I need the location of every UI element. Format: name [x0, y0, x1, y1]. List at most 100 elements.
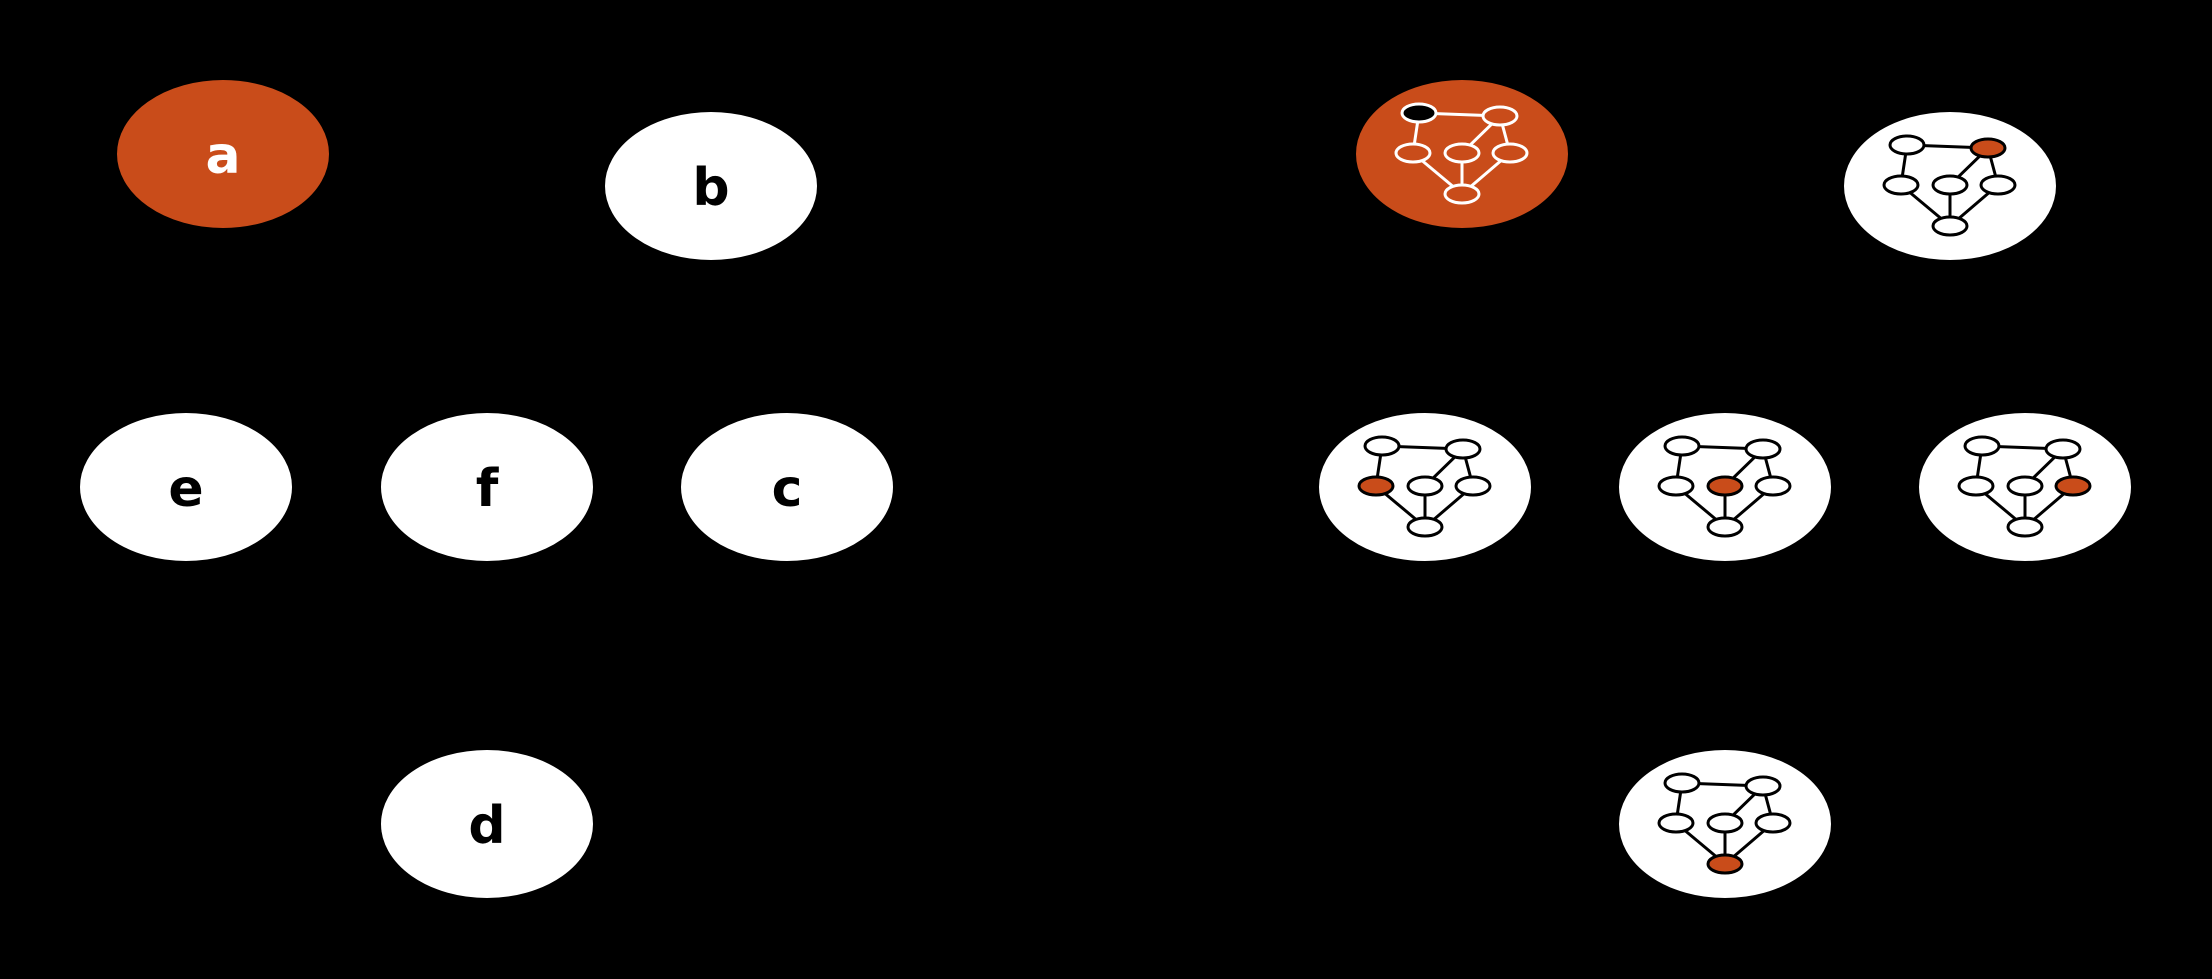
mini-graph-d [1657, 772, 1792, 875]
mini-edge-a-e [1375, 454, 1383, 478]
mini-edge-e-d [1384, 492, 1417, 521]
mini-edge-c-d [1732, 492, 1766, 521]
mini-edge-a-b [1398, 445, 1447, 450]
mini-node-d [1406, 516, 1444, 538]
left-graph: a b e f c d [76, 76, 897, 902]
mini-edge-b-c [1500, 124, 1510, 145]
node-f-label: f [476, 459, 500, 519]
edge-a-b [1569, 159, 1843, 181]
mini-node-e [1357, 475, 1395, 497]
descriptor-node-f [1615, 409, 1835, 565]
descriptor-node-a [1352, 76, 1572, 232]
mini-node-d [1706, 516, 1744, 538]
mini-node-f [1706, 475, 1744, 497]
edge-e-d [241, 550, 432, 761]
mini-edge-a-b [1435, 112, 1484, 117]
mini-node-e [1957, 475, 1995, 497]
mini-edge-a-e [1412, 121, 1420, 145]
left-graph-edges [192, 159, 771, 761]
mini-node-d [1706, 853, 1744, 875]
mini-node-c [2054, 475, 2092, 497]
mini-edge-c-d [1432, 492, 1466, 521]
mini-node-f [1931, 174, 1969, 196]
mini-edge-c-d [2032, 492, 2066, 521]
mini-edge-a-b [1923, 144, 1972, 149]
mini-node-c [1979, 174, 2017, 196]
node-e-label: e [168, 459, 203, 519]
mini-node-a [1663, 435, 1701, 457]
node-a-shape [113, 76, 333, 232]
mini-edge-b-c [1463, 457, 1473, 478]
mini-edge-b-f [1732, 455, 1756, 480]
mini-edge-a-e [1675, 454, 1683, 478]
mini-node-e [1657, 812, 1695, 834]
mini-edge-b-f [2032, 455, 2056, 480]
node-b-shape [601, 108, 821, 264]
node-f: f [377, 409, 597, 565]
mini-node-d [1931, 215, 1969, 237]
mini-graph-c [1957, 435, 2092, 538]
mini-edge-e-d [1984, 492, 2017, 521]
edge-e-d [1480, 550, 1670, 761]
descriptor-node-b [1840, 108, 2060, 264]
node-d-shape [377, 746, 597, 902]
mini-edge-b-c [1763, 794, 1773, 815]
mini-edge-e-d [1684, 829, 1717, 858]
mini-edge-a-e [1975, 454, 1983, 478]
mini-node-a [1363, 435, 1401, 457]
edge-c-d [1780, 550, 1970, 761]
mini-node-f [1406, 475, 1444, 497]
edge-a-e [192, 229, 217, 412]
mini-node-d [2006, 516, 2044, 538]
node-a: a [113, 76, 333, 232]
node-b: b [601, 108, 821, 264]
mini-edge-e-d [1684, 492, 1717, 521]
mini-edge-b-c [1763, 457, 1773, 478]
right-graph [1315, 76, 2135, 902]
mini-graph-a [1394, 102, 1529, 205]
mini-node-c [1491, 142, 1529, 164]
node-e: e [76, 409, 296, 565]
mini-node-a [1400, 102, 1438, 124]
mini-edge-b-f [1469, 122, 1493, 147]
mini-edge-b-f [1432, 455, 1456, 480]
mini-node-b [1481, 105, 1519, 127]
node-c: c [677, 409, 897, 565]
mini-node-d [1443, 183, 1481, 205]
mini-node-e [1394, 142, 1432, 164]
node-d-label: d [468, 796, 505, 856]
mini-edge-b-f [1732, 792, 1756, 817]
mini-edge-b-c [1988, 156, 1998, 177]
right-graph-edges [1431, 159, 2009, 761]
mini-graph-f [1657, 435, 1792, 538]
mini-edge-a-b [1698, 782, 1747, 787]
mini-node-a [1963, 435, 2001, 457]
right-graph-nodes [1315, 76, 2135, 902]
mini-graph-e [1357, 435, 1492, 538]
edge-b-c [727, 260, 771, 413]
mini-node-c [1754, 812, 1792, 834]
mini-edge-e-d [1909, 191, 1942, 220]
mini-node-b [1744, 775, 1782, 797]
mini-node-e [1657, 475, 1695, 497]
mini-node-a [1888, 134, 1926, 156]
edge-b-f [1773, 252, 1902, 421]
node-e-shape [76, 409, 296, 565]
mini-node-b [1744, 438, 1782, 460]
mini-node-b [1969, 137, 2007, 159]
node-d: d [377, 746, 597, 902]
mini-node-e [1882, 174, 1920, 196]
mini-edge-a-e [1900, 153, 1908, 177]
mini-edge-a-e [1675, 791, 1683, 815]
mini-node-b [1444, 438, 1482, 460]
mini-node-b [2044, 438, 2082, 460]
left-graph-nodes: a b e f c d [76, 76, 897, 902]
mini-node-a [1663, 772, 1701, 794]
mini-node-f [1443, 142, 1481, 164]
mini-edge-e-d [1421, 159, 1454, 188]
mini-graph-b [1882, 134, 2017, 237]
node-a-label: a [205, 126, 240, 186]
mini-edge-c-d [1732, 829, 1766, 858]
edge-b-f [535, 252, 663, 421]
